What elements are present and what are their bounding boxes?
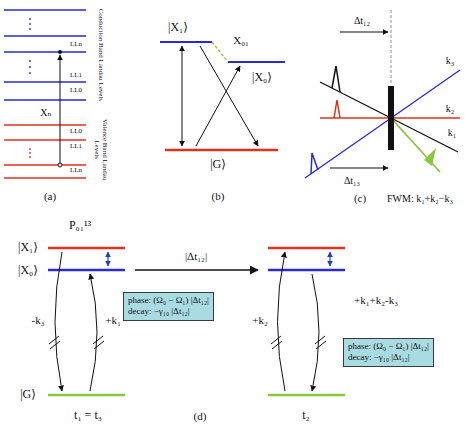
level-scheme-t2 bbox=[268, 248, 345, 395]
box-text: phase: (Ω₀ − Ω₁) |Δt₁₂| bbox=[348, 341, 429, 352]
panel-label: (b) bbox=[212, 190, 225, 202]
level-label: LL1 bbox=[70, 72, 82, 80]
level-label: LLn bbox=[70, 41, 82, 49]
state-label: |X₀⟩ bbox=[18, 264, 38, 277]
beam-label: k₁ bbox=[448, 127, 457, 138]
conduction-levels bbox=[4, 10, 86, 100]
delay-label: Δt₁₃ bbox=[344, 175, 360, 186]
state-label: |G⟩ bbox=[20, 388, 36, 401]
pulse-label: +k₁ bbox=[105, 314, 121, 326]
box-text: decay: −γ₁₀ |Δt₁₂| bbox=[128, 306, 209, 317]
state-label: |X₁⟩ bbox=[168, 21, 188, 34]
pulse-label: +k₁+k₂-k₃ bbox=[354, 294, 398, 306]
level-scheme-t1 bbox=[48, 248, 125, 395]
state-label: |X₁⟩ bbox=[18, 241, 38, 254]
box-text: phase: (Ω₀ − Ω₁) |Δt₁₂| bbox=[128, 295, 209, 306]
level-label: LL1 bbox=[70, 143, 82, 151]
pulse-label: +k₂ bbox=[252, 314, 268, 326]
four-wave-mixing-geometry bbox=[305, 10, 460, 178]
pulse-label: -k₃ bbox=[32, 314, 45, 326]
time-label: t₁ = t₃ bbox=[74, 409, 102, 422]
annotation-box: phase: (Ω₀ − Ω₁) |Δt₁₂|decay: −γ₁₀ |Δt₁₂… bbox=[343, 338, 434, 367]
level-label: LL0 bbox=[70, 87, 82, 95]
three-level-scheme bbox=[160, 42, 285, 150]
delay-label: Δt₁₂ bbox=[354, 15, 370, 26]
annotation-box: phase: (Ω₀ − Ω₁) |Δt₁₂|decay: −γ₁₀ |Δt₁₂… bbox=[123, 292, 214, 321]
coherence-label: X₀₁ bbox=[233, 34, 249, 46]
panel-label: (d) bbox=[194, 410, 207, 422]
state-label: |X₀⟩ bbox=[252, 71, 272, 84]
beam-label: k₃ bbox=[446, 55, 455, 66]
level-dots bbox=[29, 148, 31, 158]
panel-label: (a) bbox=[44, 190, 56, 202]
transition-arrow bbox=[58, 50, 62, 167]
transition-label: Xₙ bbox=[40, 107, 52, 118]
panel-label: (c) bbox=[354, 192, 366, 204]
time-label: t₂ bbox=[302, 409, 310, 422]
level-label: LLn bbox=[70, 167, 82, 175]
polarization-label: P₀₁¹³ bbox=[69, 219, 91, 232]
box-text: decay: −γ₁₀ |Δt₁₂| bbox=[348, 352, 429, 363]
valence-levels bbox=[4, 125, 86, 178]
level-label: LL0 bbox=[70, 128, 82, 136]
delay-label: |Δt₁₂| bbox=[185, 250, 207, 262]
beam-label: k₂ bbox=[446, 103, 455, 114]
state-label: |G⟩ bbox=[210, 158, 226, 171]
signal-label: FWM: k₁+k₂−k₃ bbox=[387, 193, 453, 204]
band-label: Valence Band Landau Levels bbox=[92, 114, 107, 186]
band-label: Conduction Band Landau Levels bbox=[96, 7, 104, 103]
level-dots bbox=[29, 18, 31, 74]
time-arrow bbox=[135, 269, 258, 271]
